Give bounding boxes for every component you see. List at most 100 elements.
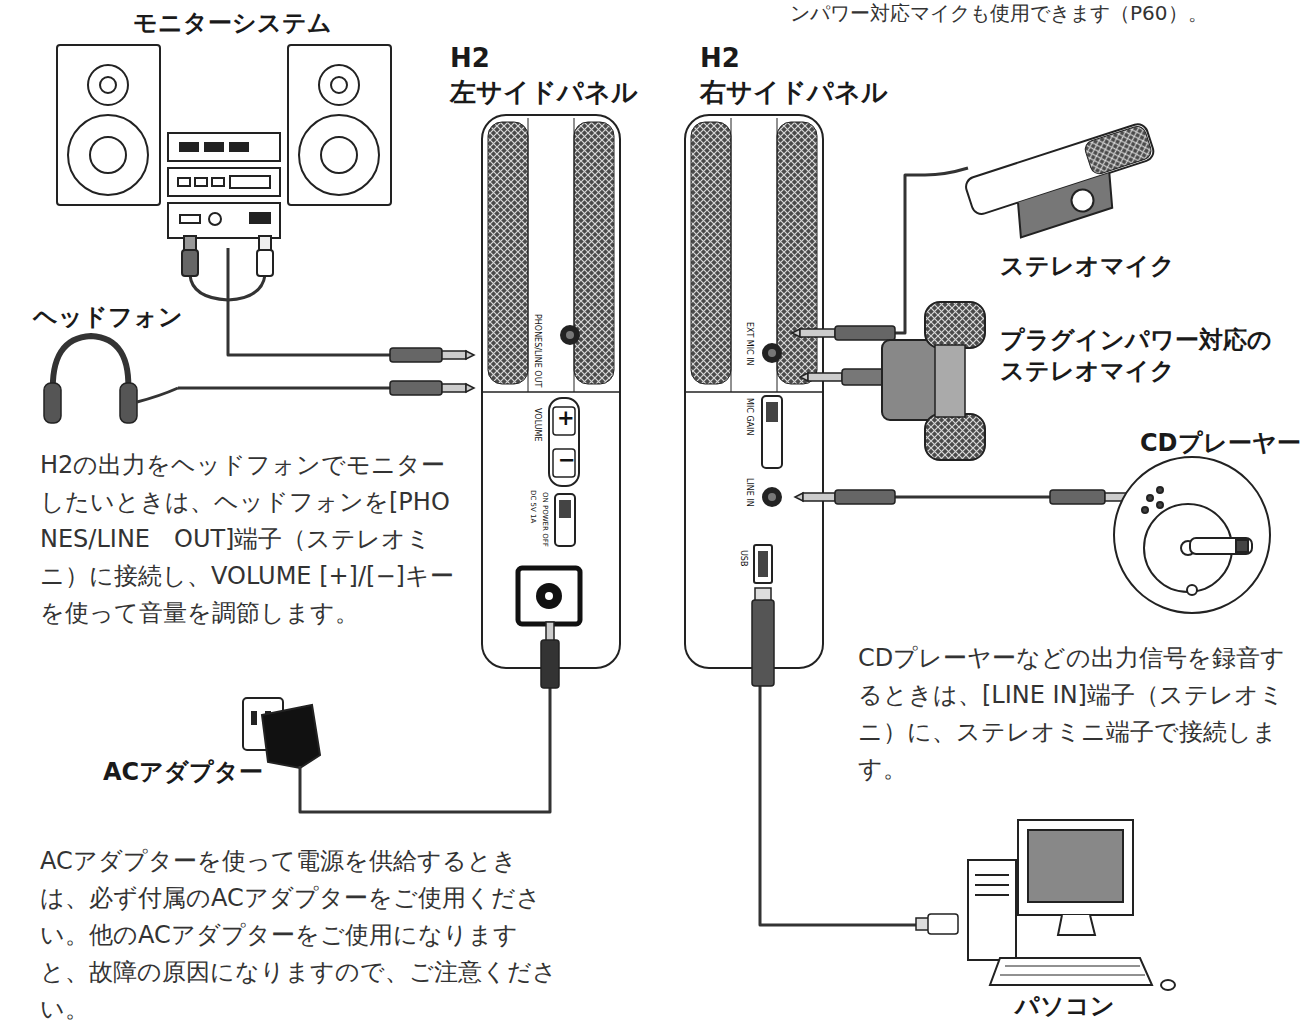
speaker-right-part xyxy=(319,65,359,105)
stereo-mic-icon-part xyxy=(925,168,968,175)
port-name: EXT MIC IN xyxy=(744,322,753,366)
mini-plug-line-in-part xyxy=(795,493,803,501)
h2-left-panel-part xyxy=(560,325,580,345)
mini-plug-monitor-part xyxy=(466,351,474,359)
rca-plugs-part xyxy=(259,236,271,250)
mini-plug-headphones xyxy=(390,381,474,395)
button-symbol: + xyxy=(557,406,575,430)
h2-right-panel-part xyxy=(768,349,776,357)
device-label-box: ACアダプター xyxy=(95,695,330,800)
headphones-icon-part xyxy=(120,383,137,423)
device-label-box: パソコン xyxy=(950,825,1140,1025)
port-name: PHONES/LINE OUT xyxy=(532,314,541,387)
cd-player-icon-part xyxy=(1147,495,1153,501)
mini-plug-stereo-mic-part xyxy=(835,326,895,340)
headphones-icon-part xyxy=(44,383,61,423)
stereo-mic-icon-part-part xyxy=(1083,124,1153,176)
h2-left-panel-part xyxy=(555,494,575,546)
cd-player-icon xyxy=(1114,457,1270,613)
speaker-left-part xyxy=(88,65,128,105)
h2-left-panel-part xyxy=(553,407,575,435)
stereo-mic-icon-part-part xyxy=(1069,187,1097,215)
h2-right-panel-part xyxy=(685,115,823,668)
computer-icon-part xyxy=(928,914,958,934)
stereo-mic-icon-part-part xyxy=(1010,173,1119,237)
h2-right-panel xyxy=(685,115,823,668)
amplifier-stack-part xyxy=(195,178,207,186)
ac-adapter-icon-part xyxy=(299,766,302,800)
mini-plug-cd-part xyxy=(1050,490,1105,504)
panel-box: H2 右サイドパネル xyxy=(680,40,890,675)
amplifier-stack-part xyxy=(209,213,221,225)
node-label: ステレオマイク xyxy=(1000,251,1175,282)
h2-left-panel-part xyxy=(488,122,528,384)
cd-player-icon-part xyxy=(1157,502,1163,508)
mini-plug-stereo-mic-part xyxy=(792,329,800,337)
note-text: ACアダプターを使って電源を供給するときは、必ず付属のACアダプターをご使用くだ… xyxy=(40,843,560,1028)
h2-left-panel-part xyxy=(553,449,575,477)
rca-plugs-part xyxy=(257,250,273,276)
h2-right-panel-part xyxy=(758,551,768,577)
stereo-mic-icon-part xyxy=(963,122,1166,249)
plug-in-power-mic-icon xyxy=(800,302,985,460)
computer-icon-part xyxy=(1058,915,1095,935)
plug-in-power-mic-icon-part xyxy=(925,414,985,460)
h2-right-panel-part xyxy=(762,487,782,507)
node-label: H2 右サイドパネル xyxy=(700,42,888,110)
computer-icon-part xyxy=(968,860,1016,960)
mini-plug-monitor-part xyxy=(442,351,466,359)
mini-plug-line-in-part xyxy=(803,493,835,501)
node-label: H2 左サイドパネル xyxy=(450,42,638,110)
h2-left-panel-part xyxy=(482,391,620,393)
h2-left-panel-part xyxy=(549,398,579,486)
button-symbol: − xyxy=(558,448,576,472)
usb-plug xyxy=(752,588,774,686)
node-label: ACアダプター xyxy=(103,757,303,788)
plug-in-power-mic-icon-part xyxy=(842,369,886,385)
amplifier-stack-part xyxy=(180,143,198,151)
ac-adapter-icon-part xyxy=(262,705,320,768)
switch-name: ON POWER OFF xyxy=(540,492,548,547)
mini-plug-headphones-part xyxy=(390,381,442,395)
speaker-left-part xyxy=(100,77,116,93)
computer-icon-part xyxy=(1018,820,1133,915)
node-label: CDプレーヤー xyxy=(1140,428,1290,459)
speaker-right-part xyxy=(321,137,357,173)
mini-plug-headphones-part xyxy=(466,384,474,392)
mini-plug-stereo-mic xyxy=(792,326,895,340)
amplifier-stack-part xyxy=(230,176,270,188)
node-label: プラグインパワー対応の ステレオマイク xyxy=(1000,325,1270,387)
node-label: パソコン xyxy=(1015,991,1140,1022)
dc-plug xyxy=(541,622,559,688)
h2-left-panel-part xyxy=(559,500,571,518)
speaker-left-part xyxy=(68,115,148,195)
amplifier-stack-part xyxy=(212,178,224,186)
stereo-mic-icon xyxy=(925,122,1166,249)
plug-in-power-mic-icon-part xyxy=(882,340,942,420)
usb-plug-part xyxy=(752,600,774,686)
computer-icon-part xyxy=(975,875,1009,895)
amplifier-stack-part xyxy=(230,143,248,151)
computer-icon-part xyxy=(1161,980,1175,990)
device-label-box: ステレオマイク xyxy=(925,105,1175,285)
note-text: H2の出力をヘッドフォンでモニターしたいときは、ヘッドフォンを[PHONES/L… xyxy=(40,447,460,632)
amplifier-stack-part xyxy=(168,203,280,238)
h2-left-panel-part xyxy=(528,118,574,392)
plug-in-power-mic-icon-part xyxy=(925,302,985,348)
speaker-right-part xyxy=(331,77,347,93)
amplifier-stack-part xyxy=(168,168,280,196)
h2-right-panel-part xyxy=(762,343,782,363)
cable-connector xyxy=(300,675,550,812)
plug-in-power-mic-icon-part xyxy=(935,345,965,417)
speaker-right-part xyxy=(299,115,379,195)
cd-player-icon-part xyxy=(1190,538,1252,554)
h2-right-panel-part xyxy=(754,545,772,583)
power-spec: DC 5V 1A xyxy=(528,490,536,523)
node-label: モニターシステム xyxy=(133,8,383,39)
rca-plugs xyxy=(182,236,273,300)
cd-player-icon-part xyxy=(1114,457,1270,613)
amplifier-stack-part xyxy=(205,143,223,151)
panel-box: H2 左サイドパネル xyxy=(448,40,638,675)
h2-right-panel-part xyxy=(768,493,776,501)
amplifier-stack-part xyxy=(178,178,190,186)
